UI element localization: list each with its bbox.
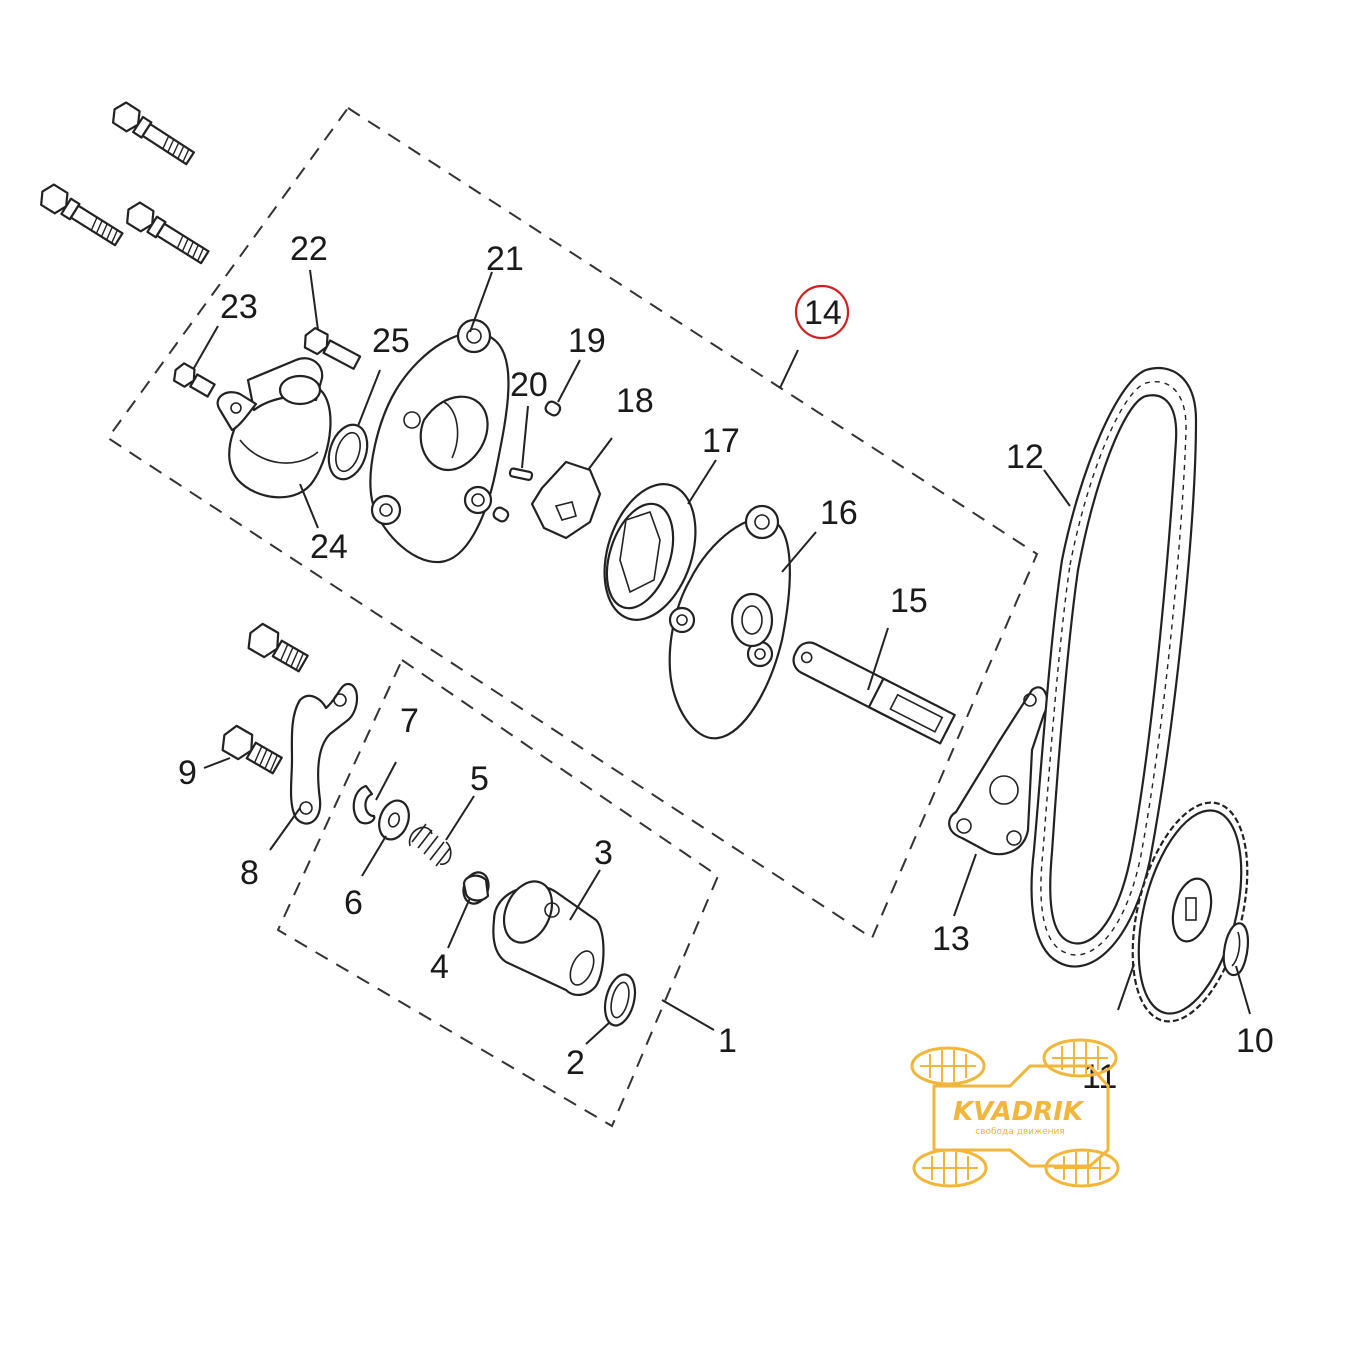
part-12-chain: [1030, 366, 1198, 968]
dowel-lower: [492, 506, 510, 523]
callout-17: 17: [702, 422, 740, 460]
callout-2: 2: [566, 1044, 585, 1082]
part-24-cover: [216, 357, 332, 499]
callout-15: 15: [890, 582, 928, 620]
callout-labels: 1 2 3 4 5 6 7 8 9 10 11 12 13 14 15 16 1…: [178, 230, 1274, 1096]
part-11-sprocket: [1131, 801, 1249, 1023]
watermark-tagline: свобода движения: [975, 1127, 1065, 1137]
part-19-dowel: [544, 400, 562, 417]
callout-1: 1: [718, 1022, 737, 1060]
callout-20: 20: [510, 366, 548, 404]
part-21-pump-cover: [369, 318, 510, 564]
watermark-brand: KVADRIK: [953, 1097, 1085, 1127]
part-6-washer: [378, 799, 410, 841]
callout-10: 10: [1236, 1022, 1274, 1060]
callout-19: 19: [568, 322, 606, 360]
kvadrik-watermark-logo: KVADRIK свобода движения: [910, 1038, 1120, 1188]
wheel-icon-top-left: [910, 1046, 986, 1086]
bolt-middle-right: [126, 201, 210, 265]
callout-21: 21: [486, 240, 524, 278]
part-7-circlip: [352, 784, 376, 825]
part-18-inner-rotor: [530, 460, 602, 540]
callout-3: 3: [594, 834, 613, 872]
part-10-circlip: [1222, 922, 1249, 977]
callout-18: 18: [616, 382, 654, 420]
part-16-pump-body: [668, 504, 791, 740]
callout-22: 22: [290, 230, 328, 268]
callout-5: 5: [470, 760, 489, 798]
leader-lines: [193, 269, 1251, 1045]
pump-assembly-boundary: [106, 106, 1039, 940]
callout-16: 16: [820, 494, 858, 532]
wheel-icon-top-right: [1042, 1038, 1118, 1078]
callout-6: 6: [344, 884, 363, 922]
callout-12: 12: [1006, 438, 1044, 476]
part-13-plate: [948, 686, 1049, 856]
callout-7: 7: [400, 702, 419, 740]
callout-25: 25: [372, 322, 410, 360]
callout-24: 24: [310, 528, 348, 566]
callout-9: 9: [178, 754, 197, 792]
bolt-top: [111, 101, 195, 166]
part-4-plunger: [462, 871, 490, 905]
part-2-washer: [603, 973, 637, 1027]
callout-13: 13: [932, 920, 970, 958]
callout-8: 8: [240, 854, 259, 892]
callout-4: 4: [430, 948, 449, 986]
callout-23: 23: [220, 288, 258, 326]
bolt-middle-left: [40, 183, 124, 247]
part-8-bracket: [289, 682, 359, 825]
part-5-spring: [408, 823, 452, 867]
part-22-bolt: [303, 326, 362, 370]
part-17-outer-rotor: [603, 483, 697, 621]
wheel-icon-bottom-right: [1044, 1148, 1120, 1188]
valve-assembly-boundary: [276, 658, 720, 1128]
part-3-valve-body: [492, 880, 605, 996]
bolt-lower-top: [247, 622, 309, 673]
part-25-o-ring: [327, 423, 369, 481]
part-23-bolt: [172, 362, 216, 398]
part-15-shaft: [792, 641, 956, 745]
part-9-bolt: [221, 724, 283, 775]
logo-frame: [932, 1064, 1110, 1168]
callout-14: 14: [804, 294, 842, 332]
callout-14-highlight-ring: [794, 284, 850, 340]
wheel-icon-bottom-left: [912, 1148, 988, 1188]
part-20-pin: [508, 467, 534, 481]
